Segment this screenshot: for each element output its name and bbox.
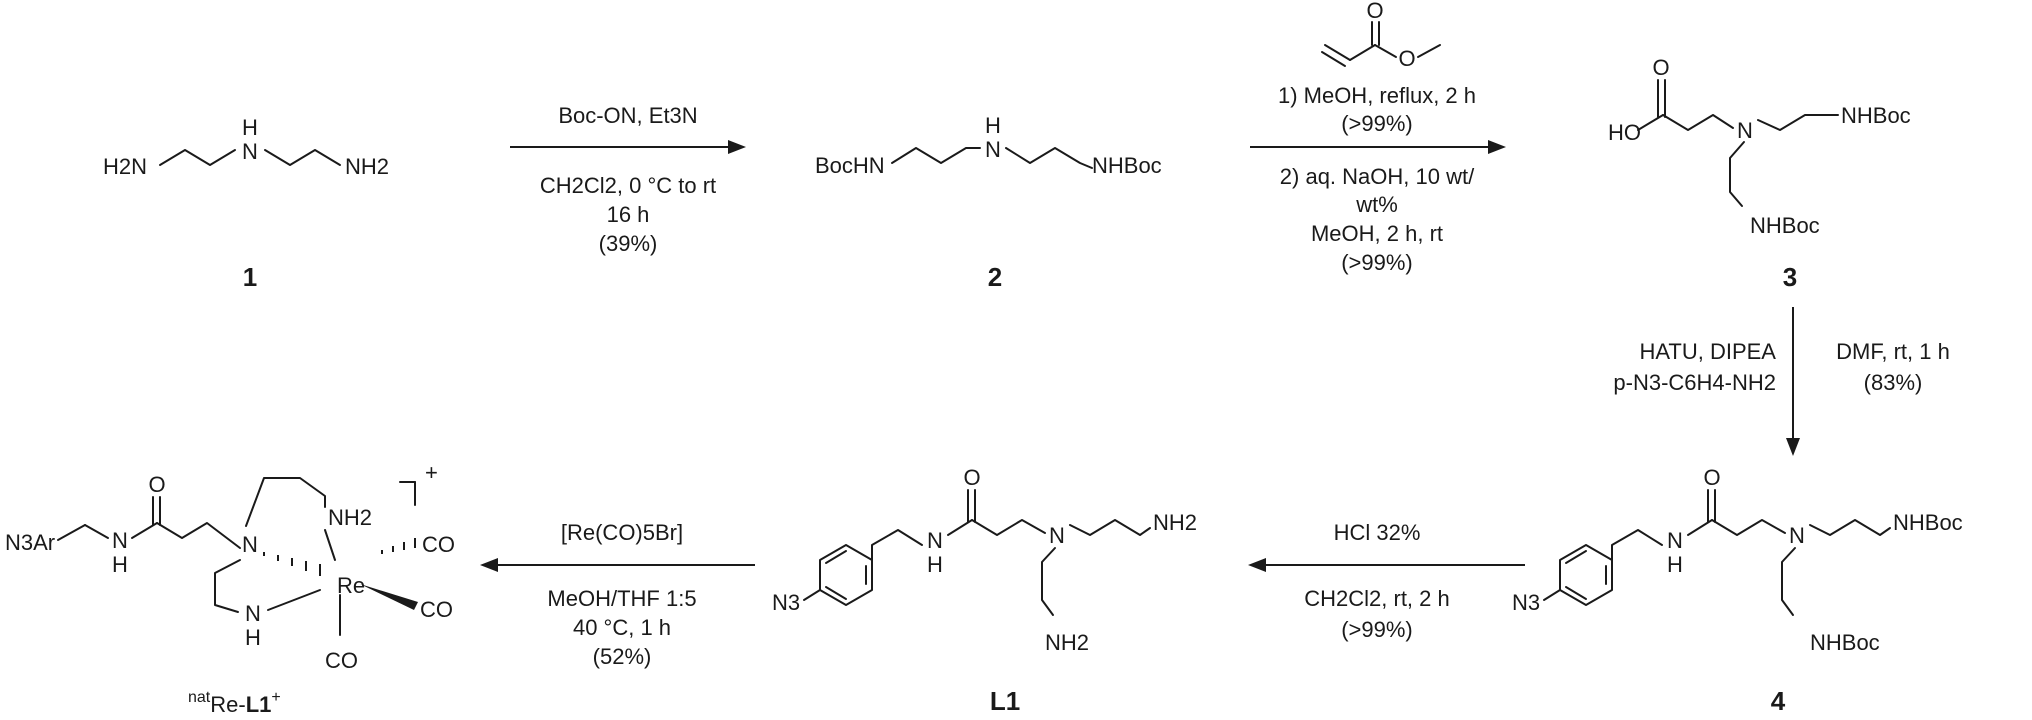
tertiary-amine-n: N xyxy=(1049,523,1065,548)
compound-label-1: 1 xyxy=(243,262,257,292)
compound-label-2: 2 xyxy=(988,262,1002,292)
coordinated-nh-low-n: N xyxy=(245,601,261,626)
step4-yield: (>99%) xyxy=(1341,617,1413,642)
boc-nh-down: NHBoc xyxy=(1810,630,1880,655)
complex-label-metal: Re- xyxy=(210,692,245,717)
conditions-step-5: [Re(CO)5Br] MeOH/THF 1:5 40 °C, 1 h (52%… xyxy=(547,520,696,669)
coordinated-nh-low-h: H xyxy=(245,625,261,650)
step4-conditions: CH2Cl2, rt, 2 h xyxy=(1304,586,1450,611)
acid-ho: HO xyxy=(1608,120,1641,145)
tertiary-amine-n: N xyxy=(242,532,258,557)
amide-n: N xyxy=(927,528,943,553)
acid-carbonyl-o: O xyxy=(1652,55,1669,80)
amine-nh2-right: NH2 xyxy=(345,154,389,179)
amine-h-center: H xyxy=(242,115,258,140)
compound-label-3: 3 xyxy=(1783,262,1797,292)
step2b-conditions: 2) aq. NaOH, 10 wt/ xyxy=(1280,164,1475,189)
amine-nh2-left: H2N xyxy=(103,154,147,179)
arrow-step-4 xyxy=(1248,558,1525,572)
coordinated-nh2-top: NH2 xyxy=(328,505,372,530)
carbonyl-ligand-upper: CO xyxy=(422,532,455,557)
amide-h: H xyxy=(927,552,943,577)
compound-1: H2N N H NH2 1 xyxy=(103,115,389,292)
aryl-azide-n3: N3 xyxy=(772,590,800,615)
carbonyl-ligand-right: CO xyxy=(420,597,453,622)
boc-nh-right: NHBoc xyxy=(1092,153,1162,178)
step5-solvent: MeOH/THF 1:5 xyxy=(547,586,696,611)
step3-amine: p-N3-C6H4-NH2 xyxy=(1613,370,1776,395)
boc-nh-right: NHBoc xyxy=(1893,510,1963,535)
amine-h-center: H xyxy=(985,113,1001,138)
step2a-conditions: 1) MeOH, reflux, 2 h xyxy=(1278,83,1476,108)
amide-o: O xyxy=(148,472,165,497)
step2a-yield: (>99%) xyxy=(1341,111,1413,136)
methyl-acrylate: O O xyxy=(1321,0,1441,71)
step1-solvent: CH2Cl2, 0 °C to rt xyxy=(540,173,716,198)
amide-h: H xyxy=(1667,552,1683,577)
amide-n: N xyxy=(1667,528,1683,553)
amine-nh2-right: NH2 xyxy=(1153,510,1197,535)
arrow-step-2 xyxy=(1250,140,1506,154)
complex-charge: + xyxy=(425,460,438,485)
step3-solvent: DMF, rt, 1 h xyxy=(1836,339,1950,364)
complex-label: natRe-L1+ xyxy=(188,689,281,717)
compound-4: N3 N H O N NHBoc NHBoc 4 xyxy=(1512,465,1963,716)
tertiary-amine-n: N xyxy=(1789,523,1805,548)
amide-n: N xyxy=(112,528,128,553)
aryl-azide-n3: N3 xyxy=(1512,590,1540,615)
compound-label-l1: L1 xyxy=(990,686,1020,716)
amide-o: O xyxy=(963,465,980,490)
compound-l1: N3 N H O N NH2 NH2 L1 xyxy=(772,465,1197,716)
conditions-step-2: 1) MeOH, reflux, 2 h (>99%) 2) aq. NaOH,… xyxy=(1278,83,1476,275)
acrylate-ester-o: O xyxy=(1398,46,1415,71)
complex-label-ligand: L1 xyxy=(246,692,272,717)
conditions-step-3: HATU, DIPEA p-N3-C6H4-NH2 DMF, rt, 1 h (… xyxy=(1613,339,1949,395)
acrylate-carbonyl-o: O xyxy=(1366,0,1383,23)
arrow-step-5 xyxy=(480,558,755,572)
amine-n-center: N xyxy=(985,137,1001,162)
step2b-solvent: MeOH, 2 h, rt xyxy=(1311,221,1443,246)
step1-time: 16 h xyxy=(607,202,650,227)
arrow-step-3 xyxy=(1786,307,1800,456)
step1-yield: (39%) xyxy=(599,231,658,256)
boc-nh-down: NHBoc xyxy=(1750,213,1820,238)
step3-yield: (83%) xyxy=(1864,370,1923,395)
boc-nh-right: NHBoc xyxy=(1841,103,1911,128)
azidoaryl-group: N3Ar xyxy=(5,530,55,555)
amine-n-center: N xyxy=(242,139,258,164)
amine-nh2-down: NH2 xyxy=(1045,630,1089,655)
step5-reagent: [Re(CO)5Br] xyxy=(561,520,683,545)
rhenium-center: Re xyxy=(337,573,365,598)
compound-re-l1-complex: N3Ar N H O N NH2 Re CO CO CO N H + natRe… xyxy=(5,460,455,717)
step2b-conditions-cont: wt% xyxy=(1355,192,1398,217)
step4-reagent: HCl 32% xyxy=(1334,520,1421,545)
carbonyl-ligand-down: CO xyxy=(325,648,358,673)
step2b-yield: (>99%) xyxy=(1341,250,1413,275)
step5-yield: (52%) xyxy=(593,644,652,669)
amide-h: H xyxy=(112,552,128,577)
tertiary-amine-n: N xyxy=(1737,118,1753,143)
amide-o: O xyxy=(1703,465,1720,490)
complex-label-prefix: nat xyxy=(188,689,211,706)
step3-coupling-reagents: HATU, DIPEA xyxy=(1639,339,1776,364)
conditions-step-1: Boc-ON, Et3N CH2Cl2, 0 °C to rt 16 h (39… xyxy=(540,103,716,256)
compound-3: HO O N NHBoc NHBoc 3 xyxy=(1608,55,1911,292)
conditions-step-4: HCl 32% CH2Cl2, rt, 2 h (>99%) xyxy=(1304,520,1450,642)
step1-reagents: Boc-ON, Et3N xyxy=(558,103,697,128)
boc-nh-left: BocHN xyxy=(815,153,885,178)
arrow-step-1 xyxy=(510,140,746,154)
complex-label-charge: + xyxy=(271,689,280,706)
compound-label-4: 4 xyxy=(1771,686,1786,716)
step5-temperature: 40 °C, 1 h xyxy=(573,615,671,640)
compound-2: BocHN N H NHBoc 2 xyxy=(815,113,1162,292)
